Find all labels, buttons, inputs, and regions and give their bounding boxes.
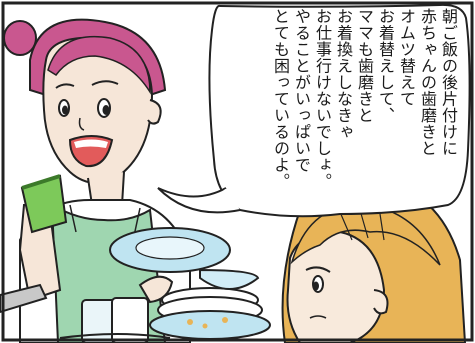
- dishes: [0, 227, 271, 343]
- speech-line-9: とても困っているのよ。: [271, 8, 290, 190]
- speech-line-2: 赤ちゃんの歯磨きと: [418, 8, 437, 157]
- speech-line-1: 朝ご飯の後片付けに: [439, 8, 458, 157]
- green-cup: [20, 174, 68, 234]
- speech-text: 朝ご飯の後片付けに 赤ちゃんの歯磨きと オムツ替えて お着替えして、 ママも歯磨…: [220, 8, 458, 213]
- speech-line-3: オムツ替えて: [397, 8, 416, 107]
- speech-line-5: ママも歯磨きと: [355, 8, 374, 124]
- speech-bubble: [157, 3, 471, 218]
- child-figure: [281, 180, 467, 343]
- speech-line-7: お仕事行けないでしょ。: [313, 8, 332, 190]
- speech-line-8: やることがいっぱいで: [292, 8, 311, 173]
- speech-line-6: お着換えしなきゃ: [334, 8, 353, 140]
- speech-line-4: お着替えして、: [376, 8, 395, 124]
